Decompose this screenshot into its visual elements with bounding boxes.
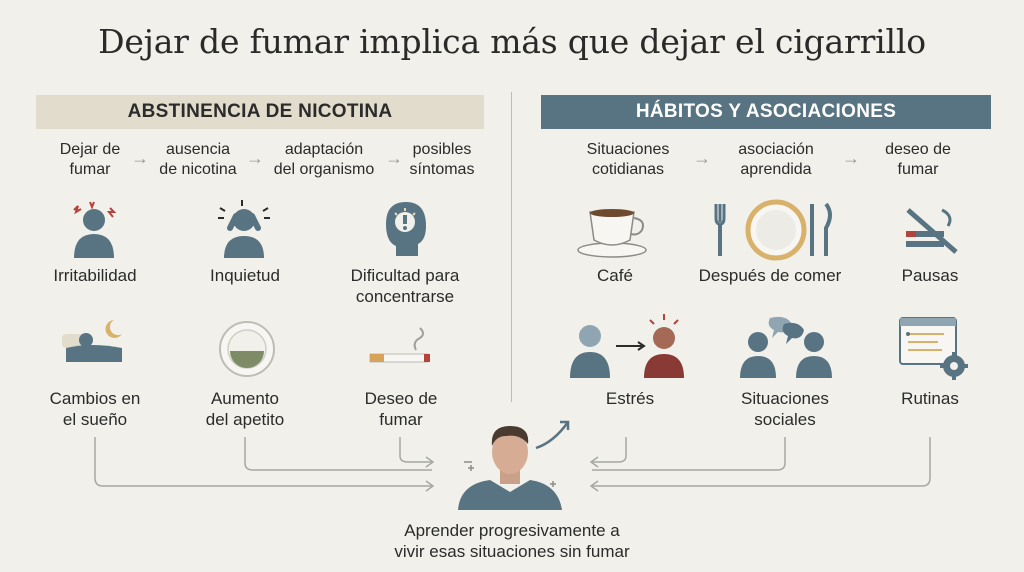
flow-arrow-icon: → bbox=[131, 148, 149, 168]
symptom-label: Irritabilidad bbox=[53, 266, 137, 285]
flow-step: adaptación del organismo bbox=[273, 141, 375, 178]
man-progress-icon bbox=[458, 420, 570, 510]
flow-arrow-icon: → bbox=[693, 148, 711, 168]
irritated-person-icon bbox=[73, 201, 117, 258]
flow-step: deseo de fumar bbox=[885, 141, 951, 178]
plate-icon bbox=[219, 321, 275, 377]
stressed-person-icon bbox=[570, 314, 684, 378]
flow-arrow-icon: → bbox=[385, 148, 403, 168]
symptom-label: Cambios en el sueño bbox=[49, 389, 141, 429]
symptom-label: Dificultad para concentrarse bbox=[350, 266, 460, 306]
cigarette-icon bbox=[369, 327, 430, 363]
flow-arrow-icon: → bbox=[246, 148, 264, 168]
header-nicotine-withdrawal: ABSTINENCIA DE NICOTINA bbox=[36, 95, 484, 129]
symptom-label: Inquietud bbox=[210, 266, 280, 285]
flow-step: Dejar de fumar bbox=[59, 141, 121, 178]
habit-label: Rutinas bbox=[901, 389, 959, 408]
bottom-message: Aprender progresivamente a vivir esas si… bbox=[394, 521, 630, 561]
habit-label: Situaciones sociales bbox=[741, 389, 829, 429]
restless-person-icon bbox=[218, 200, 270, 258]
header-habits: HÁBITOS Y ASOCIACIONES bbox=[541, 95, 991, 129]
plate-cutlery-icon bbox=[714, 199, 832, 261]
pause-no-smoking-icon bbox=[906, 208, 958, 254]
habit-label: Café bbox=[597, 266, 633, 285]
head-focus-icon bbox=[386, 202, 426, 256]
flow-step: posibles síntomas bbox=[409, 141, 475, 178]
sleep-moon-icon bbox=[62, 320, 122, 362]
routine-schedule-icon bbox=[899, 317, 968, 380]
habit-label: Estrés bbox=[605, 389, 655, 408]
flow-step: ausencia de nicotina bbox=[159, 141, 237, 178]
flow-step: asociación aprendida bbox=[738, 141, 814, 178]
page-title: Dejar de fumar implica más que dejar el … bbox=[98, 22, 926, 61]
symptom-label: Deseo de fumar bbox=[364, 389, 438, 429]
column-divider bbox=[511, 92, 512, 402]
coffee-cup-icon bbox=[577, 209, 647, 258]
habit-label: Pausas bbox=[901, 266, 959, 285]
people-talking-icon bbox=[740, 316, 832, 378]
flow-step: Situaciones cotidianas bbox=[586, 141, 670, 178]
symptom-label: Aumento del apetito bbox=[205, 389, 285, 429]
habit-label: Después de comer bbox=[698, 266, 842, 285]
flow-arrow-icon: → bbox=[842, 148, 860, 168]
